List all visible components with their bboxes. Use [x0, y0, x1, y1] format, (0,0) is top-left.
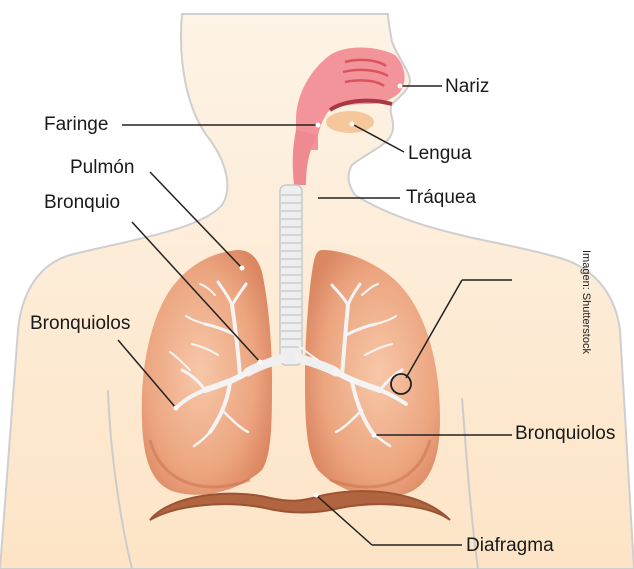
label-faringe: Faringe [44, 115, 108, 134]
label-nariz: Nariz [445, 77, 489, 96]
label-traquea: Tráquea [406, 188, 476, 207]
label-lengua: Lengua [408, 144, 471, 163]
label-pulmon: Pulmón [70, 158, 134, 177]
trachea [280, 185, 302, 365]
tongue [326, 111, 374, 133]
label-bronquiolos-left: Bronquiolos [30, 314, 130, 333]
label-bronquiolos-right: Bronquiolos [515, 424, 615, 443]
label-bronquio: Bronquio [44, 193, 120, 212]
image-credit: Imagen: Shutterstock [580, 250, 592, 354]
label-diafragma: Diafragma [466, 536, 554, 555]
